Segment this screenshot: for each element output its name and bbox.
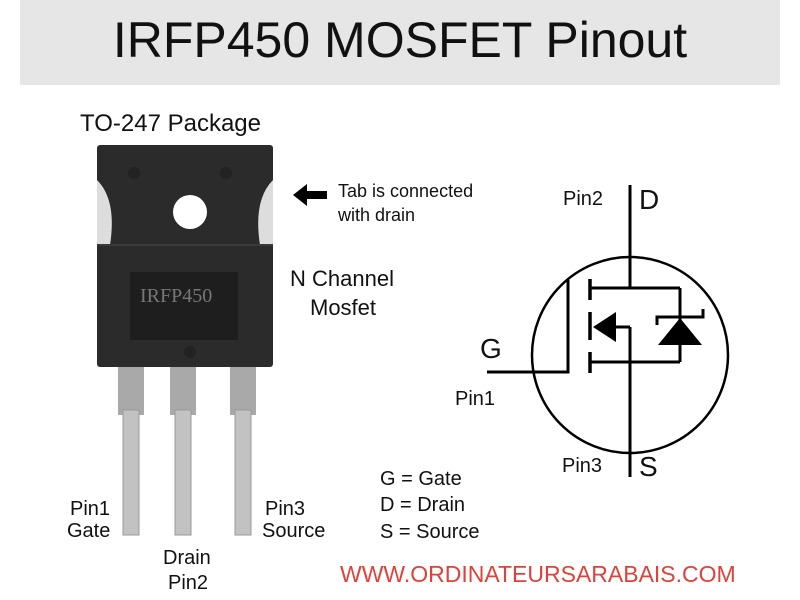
lead-gate xyxy=(122,409,140,536)
lead-drain xyxy=(174,409,192,536)
package-label: TO-247 Package xyxy=(80,110,261,137)
lead1-pin: Pin1 xyxy=(70,498,110,520)
mounting-hole xyxy=(173,195,207,229)
gate-pin-label: Pin1 xyxy=(455,388,495,410)
body-diode xyxy=(658,318,702,345)
lead2-pin: Pin2 xyxy=(168,572,208,594)
mold-dimple-bottom xyxy=(184,346,196,358)
tab-note-line1: Tab is connected xyxy=(338,181,473,201)
channel-arrow xyxy=(593,312,616,342)
legend-source: S = Source xyxy=(380,521,480,543)
source-pin-label: Pin3 xyxy=(562,455,602,477)
mold-dimple-left xyxy=(128,167,140,179)
title-banner xyxy=(20,0,780,85)
lead2-name: Drain xyxy=(163,547,211,569)
lead-gate-shoulder xyxy=(118,365,144,415)
marking-area xyxy=(130,272,238,340)
to247-package: IRFP450 xyxy=(97,145,273,367)
right-notch xyxy=(258,180,273,245)
gate-letter: G xyxy=(480,333,502,364)
diode-cathode-bar xyxy=(655,309,705,325)
page-title: IRFP450 MOSFET Pinout xyxy=(113,12,687,68)
drain-pin-label: Pin2 xyxy=(563,188,603,210)
lead3-pin: Pin3 xyxy=(265,498,305,520)
leads xyxy=(118,365,256,536)
tab-note-line2: with drain xyxy=(337,205,415,225)
lead-source-shoulder xyxy=(230,365,256,415)
watermark: WWW.ORDINATEURSARABAIS.COM xyxy=(340,561,736,587)
lead3-name: Source xyxy=(262,520,325,542)
lead-source xyxy=(234,409,252,536)
left-notch xyxy=(97,180,112,245)
drain-letter: D xyxy=(639,184,659,215)
channel-note-line2: Mosfet xyxy=(310,295,376,320)
mosfet-symbol xyxy=(487,185,730,477)
lead-drain-shoulder xyxy=(170,365,196,415)
arrow-left-icon xyxy=(293,184,327,206)
mold-dimple-right xyxy=(220,167,232,179)
lead1-name: Gate xyxy=(67,520,110,542)
source-letter: S xyxy=(639,451,658,482)
part-marking: IRFP450 xyxy=(140,285,212,307)
gate-line xyxy=(487,280,570,374)
channel-note-line1: N Channel xyxy=(290,266,394,291)
legend-gate: G = Gate xyxy=(380,468,462,490)
legend-drain: D = Drain xyxy=(380,494,465,516)
